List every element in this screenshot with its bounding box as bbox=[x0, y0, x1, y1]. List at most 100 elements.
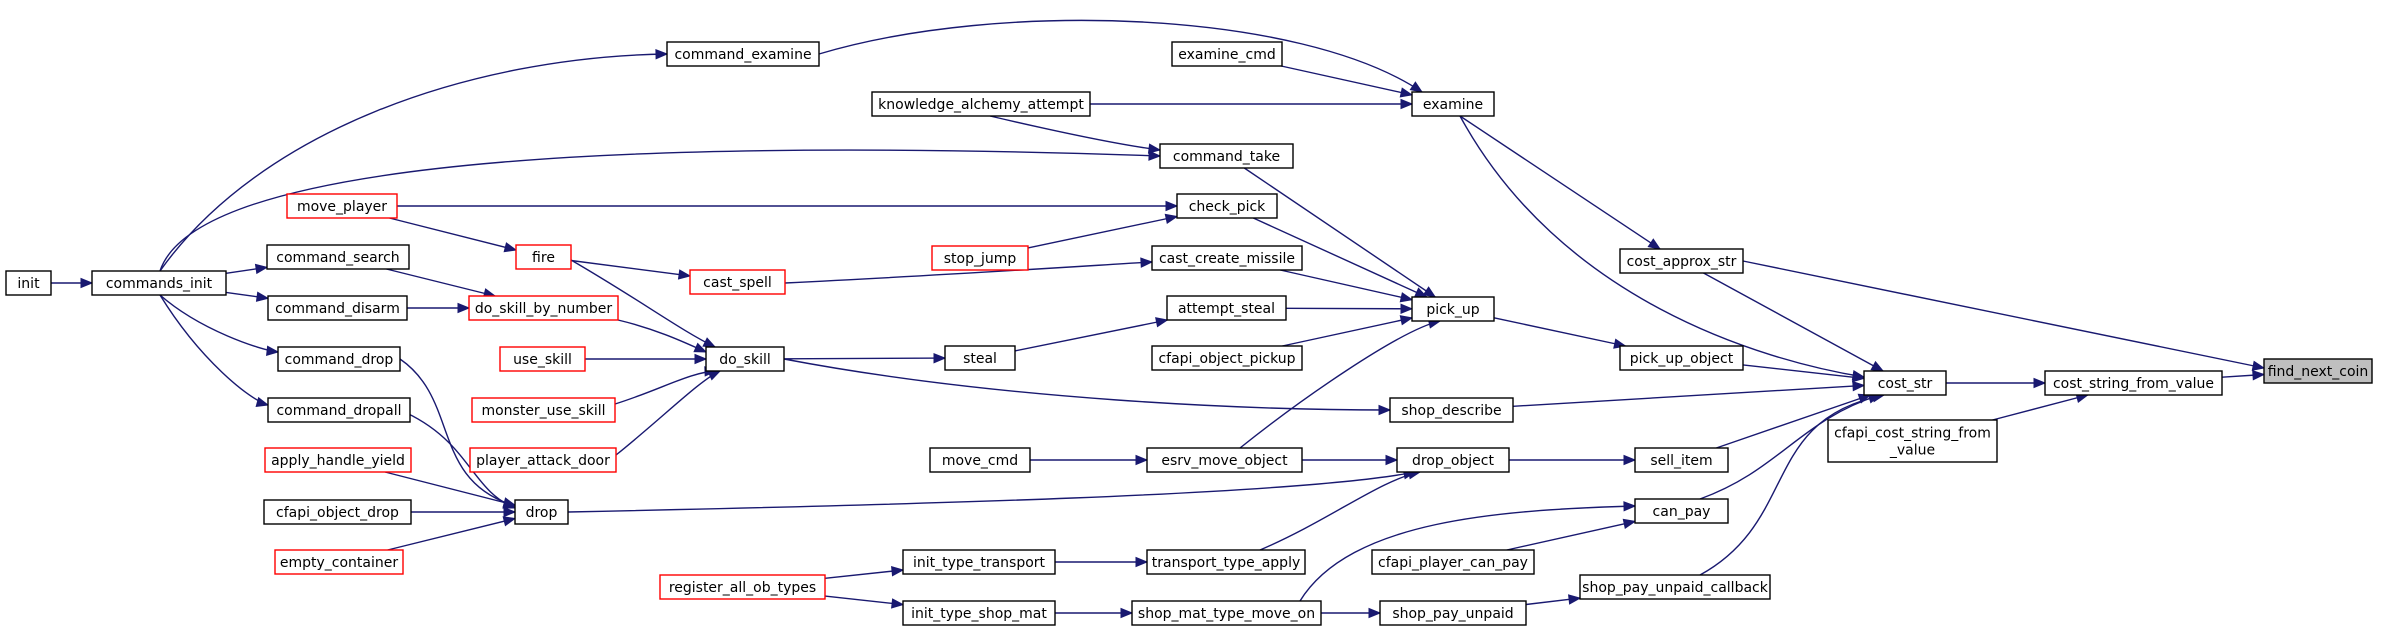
node-find-next-coin[interactable]: find_next_coin bbox=[2263, 358, 2373, 384]
node-label: _value bbox=[1889, 443, 1935, 459]
arrowhead-icon bbox=[2033, 377, 2047, 389]
edge-drop_object-to-sell_item bbox=[1509, 454, 1637, 466]
node-box bbox=[1579, 574, 1771, 600]
node-init[interactable]: init bbox=[5, 270, 52, 296]
node-drop[interactable]: drop bbox=[514, 499, 569, 525]
edge-line bbox=[1243, 167, 1436, 298]
node-label: shop_pay_unpaid_callback bbox=[1582, 580, 1769, 596]
node-cfapi-object-drop[interactable]: cfapi_object_drop bbox=[263, 499, 412, 525]
node-examine[interactable]: examine bbox=[1411, 91, 1495, 117]
edge-cfapi_player_can_pay-to-can_pay bbox=[1506, 518, 1637, 551]
edge-stop_jump-to-check_pick bbox=[1027, 213, 1179, 249]
edge-line bbox=[389, 217, 517, 251]
node-cost-string-from-value[interactable]: cost_string_from_value bbox=[2044, 370, 2223, 396]
node-box bbox=[1396, 447, 1510, 473]
node-fire[interactable]: fire bbox=[515, 244, 572, 270]
node-cfapi-cost-string-from-value[interactable]: cfapi_cost_string_from_value bbox=[1827, 419, 1998, 463]
node-command-drop[interactable]: command_drop bbox=[277, 346, 401, 372]
node-shop-pay-unpaid[interactable]: shop_pay_unpaid bbox=[1379, 600, 1527, 626]
nodes-layer: find_next_coin cost_string_from_value cost… bbox=[5, 41, 2373, 626]
node-shop-mat-type-move-on[interactable]: shop_mat_type_move_on bbox=[1131, 600, 1322, 626]
node-label: stop_jump bbox=[944, 251, 1017, 267]
edge-shop_mat_type_move_on-to-can_pay bbox=[1299, 501, 1637, 602]
node-pick-up[interactable]: pick_up bbox=[1411, 296, 1495, 322]
edge-line bbox=[818, 19, 1423, 93]
arrowhead-icon bbox=[1422, 286, 1437, 298]
node-apply-handle-yield[interactable]: apply_handle_yield bbox=[264, 447, 412, 473]
edge-apply_handle_yield-to-drop bbox=[384, 471, 517, 508]
node-command-dropall[interactable]: command_dropall bbox=[267, 397, 411, 423]
node-box bbox=[1146, 549, 1306, 575]
node-move-player[interactable]: move_player bbox=[286, 193, 398, 219]
arrowhead-icon bbox=[1623, 454, 1637, 466]
node-init-type-transport[interactable]: init_type_transport bbox=[902, 549, 1056, 575]
node-register-all-ob-types[interactable]: register_all_ob_types bbox=[659, 574, 826, 600]
arrowhead-icon bbox=[254, 263, 269, 275]
node-box bbox=[1371, 549, 1535, 575]
node-steal[interactable]: steal bbox=[944, 345, 1016, 371]
node-cast-spell[interactable]: cast_spell bbox=[689, 269, 786, 295]
edge-use_skill-to-do_skill bbox=[585, 353, 708, 365]
node-init-type-shop-mat[interactable]: init_type_shop_mat bbox=[902, 600, 1056, 626]
edge-cfapi_object_pickup-to-pick_up bbox=[1282, 315, 1414, 347]
arrowhead-icon bbox=[1140, 257, 1154, 268]
node-cost-approx-str[interactable]: cost_approx_str bbox=[1619, 248, 1744, 274]
node-can-pay[interactable]: can_pay bbox=[1634, 498, 1729, 524]
node-do-skill-by-number[interactable]: do_skill_by_number bbox=[468, 295, 619, 321]
node-command-search[interactable]: command_search bbox=[266, 244, 410, 270]
node-monster-use-skill[interactable]: monster_use_skill bbox=[471, 397, 616, 423]
node-knowledge-alchemy-attempt[interactable]: knowledge_alchemy_attempt bbox=[871, 91, 1091, 117]
node-use-skill[interactable]: use_skill bbox=[499, 346, 586, 372]
arrowhead-icon bbox=[1870, 360, 1885, 372]
node-sell-item[interactable]: sell_item bbox=[1634, 447, 1729, 473]
edge-init-to-commands_init bbox=[51, 277, 94, 289]
node-command-disarm[interactable]: command_disarm bbox=[267, 295, 408, 321]
edge-command_disarm-to-do_skill_by_number bbox=[407, 302, 471, 314]
node-move-cmd[interactable]: move_cmd bbox=[929, 447, 1031, 473]
node-commands-init[interactable]: commands_init bbox=[91, 270, 227, 296]
node-box bbox=[1176, 193, 1278, 219]
node-player-attack-door[interactable]: player_attack_door bbox=[469, 447, 617, 473]
edge-line bbox=[783, 357, 946, 360]
arrowhead-icon bbox=[1568, 594, 1582, 605]
node-do-skill[interactable]: do_skill bbox=[705, 346, 785, 372]
node-cfapi-player-can-pay[interactable]: cfapi_player_can_pay bbox=[1371, 549, 1535, 575]
node-check-pick[interactable]: check_pick bbox=[1176, 193, 1278, 219]
arrowhead-icon bbox=[677, 269, 692, 280]
node-pick-up-object[interactable]: pick_up_object bbox=[1619, 345, 1744, 371]
node-esrv-move-object[interactable]: esrv_move_object bbox=[1146, 447, 1303, 473]
edge-monster_use_skill-to-do_skill bbox=[614, 366, 718, 405]
node-drop-object[interactable]: drop_object bbox=[1396, 447, 1510, 473]
edge-knowledge_alchemy_attempt-to-examine bbox=[1090, 98, 1414, 110]
node-box bbox=[1151, 345, 1303, 371]
node-cost-str[interactable]: cost_str bbox=[1863, 370, 1947, 396]
edge-line bbox=[1512, 384, 1865, 407]
node-box bbox=[1389, 397, 1514, 423]
node-empty-container[interactable]: empty_container bbox=[274, 549, 404, 575]
node-label: fire bbox=[532, 250, 555, 266]
node-stop-jump[interactable]: stop_jump bbox=[931, 245, 1029, 271]
edge-line bbox=[159, 294, 279, 353]
node-label: transport_type_apply bbox=[1152, 555, 1301, 571]
node-box bbox=[277, 346, 401, 372]
node-shop-pay-unpaid-callback[interactable]: shop_pay_unpaid_callback bbox=[1579, 574, 1771, 600]
arrowhead-icon bbox=[1135, 454, 1149, 466]
node-examine-cmd[interactable]: examine_cmd bbox=[1171, 41, 1283, 67]
node-box bbox=[931, 245, 1029, 271]
node-command-take[interactable]: command_take bbox=[1159, 143, 1294, 169]
arrowhead-icon bbox=[503, 506, 517, 518]
node-box bbox=[2044, 370, 2223, 396]
node-cast-create-missile[interactable]: cast_create_missile bbox=[1151, 245, 1303, 271]
node-command-examine[interactable]: command_examine bbox=[666, 41, 820, 67]
edge-examine_cmd-to-examine bbox=[1281, 65, 1414, 98]
node-label: move_player bbox=[297, 199, 387, 215]
arrowhead-icon bbox=[266, 345, 280, 356]
edge-line bbox=[399, 358, 516, 507]
edge-cost_approx_str-to-find_next_coin bbox=[1742, 260, 2266, 371]
node-transport-type-apply[interactable]: transport_type_apply bbox=[1146, 549, 1306, 575]
node-label: command_dropall bbox=[276, 403, 401, 419]
node-label: shop_pay_unpaid bbox=[1392, 606, 1513, 622]
node-shop-describe[interactable]: shop_describe bbox=[1389, 397, 1514, 423]
node-cfapi-object-pickup[interactable]: cfapi_object_pickup bbox=[1151, 345, 1303, 371]
node-attempt-steal[interactable]: attempt_steal bbox=[1166, 295, 1287, 321]
